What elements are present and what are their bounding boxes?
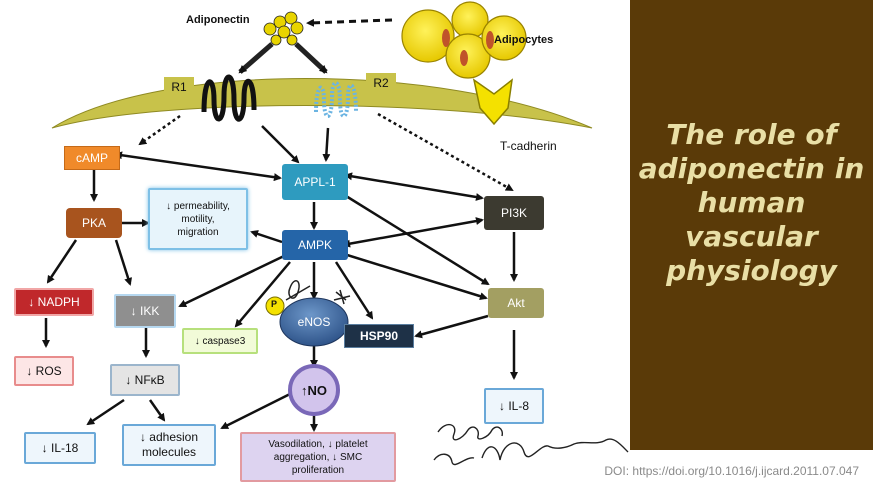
adiponectin-molecule-icon: [263, 11, 304, 46]
t-cadherin-label: T-cadherin: [500, 139, 557, 153]
caspase-box: ↓ caspase3: [182, 328, 258, 354]
enos-label: eNOS: [297, 315, 331, 329]
r1-receptor-icon: [201, 74, 257, 122]
hsp90-box: HSP90: [344, 324, 414, 348]
title-panel: The role of adiponectin in human vascula…: [630, 0, 873, 450]
enos-ellipse: [279, 297, 349, 347]
handwritten-annotation: [285, 280, 351, 305]
akt-box: Akt: [488, 288, 544, 318]
permeability-box: ↓ permeability, motility, migration: [148, 188, 248, 250]
il18-box: ↓ IL-18: [24, 432, 96, 464]
nadph-box: ↓ NADPH: [14, 288, 94, 316]
pka-box: PKA: [66, 208, 122, 238]
t-cadherin-icon: [472, 78, 514, 126]
panel-title: The role of adiponectin in human vascula…: [638, 118, 865, 287]
adiponectin-label: Adiponectin: [186, 14, 250, 26]
doi-citation: DOI: https://doi.org/10.1016/j.ijcard.20…: [604, 464, 859, 478]
il8-box: ↓ IL-8: [484, 388, 544, 424]
appl1-box: APPL-1: [282, 164, 348, 200]
vasodilation-box: Vasodilation, ↓ platelet aggregation, ↓ …: [240, 432, 396, 482]
phospho-label: P: [271, 299, 278, 309]
handwritten-signature: [433, 424, 629, 466]
no-label: ↑NO: [301, 382, 327, 398]
phospho-circle: [265, 296, 285, 316]
ikk-box: ↓ IKK: [114, 294, 176, 328]
adipocytes-icon: [401, 1, 527, 79]
adhesion-box: ↓ adhesion molecules: [122, 424, 216, 466]
r2-label: R2: [366, 73, 396, 93]
camp-box: cAMP: [64, 146, 120, 170]
no-circle: [288, 364, 340, 416]
nfkb-box: ↓ NFκB: [110, 364, 180, 396]
ampk-box: AMPK: [282, 230, 348, 260]
adipocytes-label: Adipocytes: [494, 34, 554, 46]
pi3k-box: PI3K: [484, 196, 544, 230]
ros-box: ↓ ROS: [14, 356, 74, 386]
r1-label: R1: [164, 77, 194, 97]
